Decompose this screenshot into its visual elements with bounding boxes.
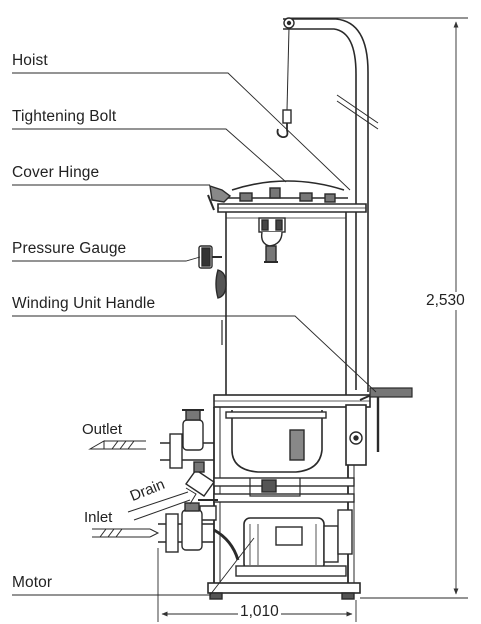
machine-drawing (12, 17, 468, 622)
label-tightening-bolt: Tightening Bolt (12, 108, 117, 125)
label-winding-unit-handle: Winding Unit Handle (12, 295, 156, 312)
hoist-arm (283, 17, 379, 392)
outlet-valve (160, 409, 214, 469)
dimension-height: 2,530 (424, 292, 467, 310)
winding-unit (345, 387, 413, 466)
dimension-width: 1,010 (238, 603, 281, 621)
tank-body (221, 212, 347, 395)
label-outlet: Outlet (82, 421, 123, 438)
hoist-hook (276, 27, 292, 139)
label-inlet: Inlet (84, 509, 113, 526)
pressure-gauge (198, 245, 227, 299)
label-motor: Motor (12, 574, 53, 591)
tank-lid (207, 180, 367, 213)
leader-lines (12, 72, 377, 596)
flow-arrows (88, 440, 197, 538)
label-hoist: Hoist (12, 52, 48, 69)
filter-housing (225, 410, 327, 497)
label-cover-hinge: Cover Hinge (12, 164, 100, 181)
drain-valve (185, 461, 218, 521)
inlet-valve (158, 502, 240, 561)
label-pressure-gauge: Pressure Gauge (12, 240, 127, 257)
motor (235, 509, 353, 577)
